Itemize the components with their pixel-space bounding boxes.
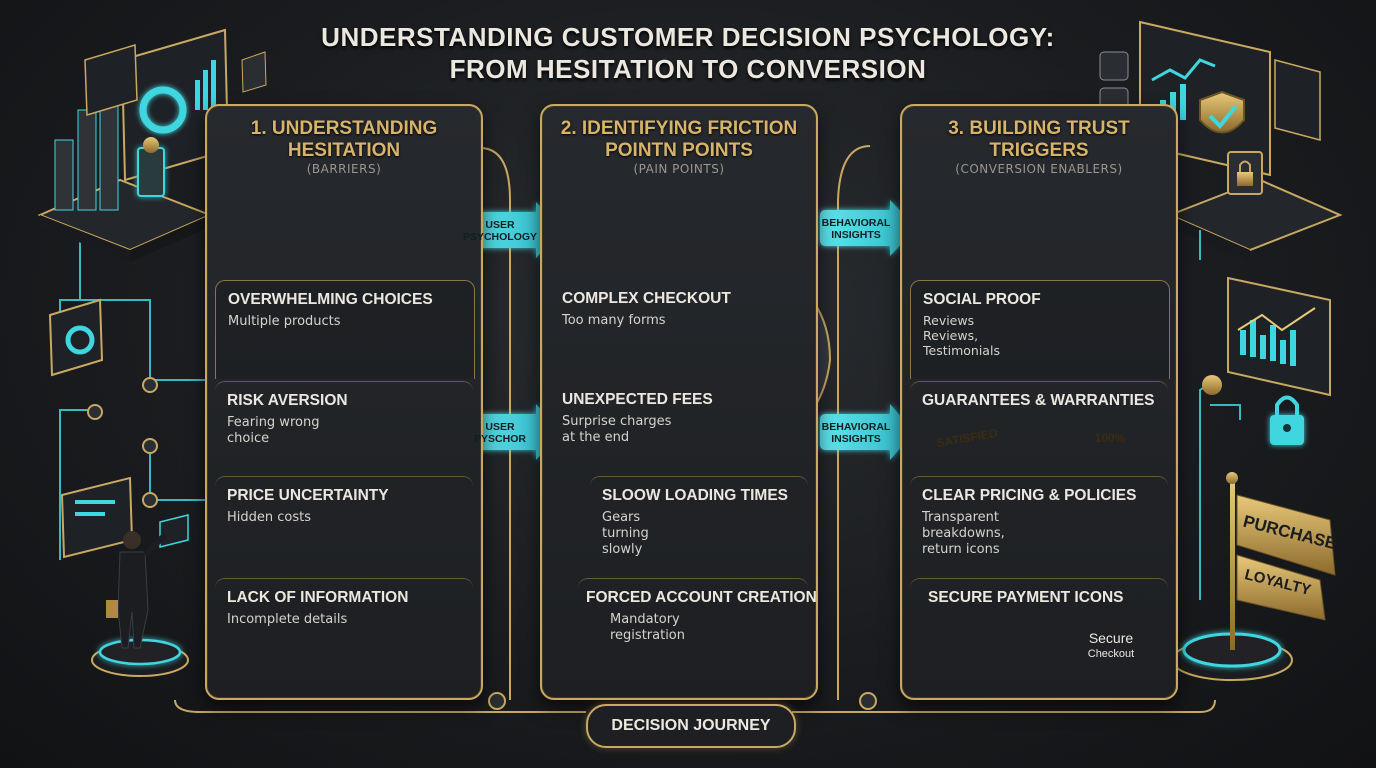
- decision-journey-label: DECISION JOURNEY: [586, 704, 796, 748]
- section-risk-aversion: RISK AVERSION Fearing wrong choice: [215, 381, 473, 480]
- section-title: SECURE PAYMENT ICONS: [928, 589, 1124, 606]
- section-lack-of-information: LACK OF INFORMATION Incomplete details: [215, 578, 473, 677]
- section-text: slowly: [602, 542, 643, 557]
- section-text: Gears: [602, 510, 641, 525]
- section-text: Surprise charges: [562, 414, 672, 429]
- flow-lines: [174, 145, 1216, 713]
- section-title: CLEAR PRICING & POLICIES: [922, 487, 1137, 504]
- connector-arrows: [458, 200, 916, 460]
- arrow-label-line: INSIGHTS: [831, 229, 881, 241]
- section-price-uncertainty: PRICE UNCERTAINTY Hidden costs: [215, 476, 473, 575]
- panel-heading-line-1: 1. UNDERSTANDING: [250, 118, 438, 139]
- hundred-percent-badge-text: 100%: [1094, 431, 1126, 445]
- section-text: breakdowns,: [922, 526, 1005, 541]
- flag-pedestal: [1171, 472, 1336, 681]
- panel-heading-line-1: 3. BUILDING TRUST: [948, 118, 1130, 139]
- section-unexpected-fees: UNEXPECTED FEES Surprise charges at the …: [550, 381, 808, 479]
- section-title: PRICE UNCERTAINTY: [227, 487, 389, 504]
- section-text: Reviews: [923, 313, 975, 328]
- section-text: Mandatory: [610, 612, 680, 627]
- arrow-label-line: PYSCHOR: [474, 433, 526, 445]
- section-text: Reviews,: [923, 328, 979, 343]
- section-secure-payment: SECURE PAYMENT ICONS: [910, 578, 1168, 677]
- section-text: return icons: [922, 542, 1000, 557]
- left-circuit: [59, 240, 205, 560]
- main-title-line-1: UNDERSTANDING CUSTOMER DECISION PSYCHOLO…: [321, 22, 1055, 52]
- panel-heading-line-2: POINTN POINTS: [605, 140, 753, 161]
- arrow-label-line: BEHAVIORAL: [821, 421, 891, 433]
- section-slow-loading: SLOOW LOADING TIMES Gears turning slowly: [590, 476, 808, 575]
- section-title: RISK AVERSION: [227, 392, 348, 409]
- arrow-label-line: INSIGHTS: [831, 433, 881, 445]
- section-guarantees: GUARANTEES & WARRANTIES: [910, 381, 1168, 480]
- section-text: Too many forms: [562, 313, 666, 328]
- section-text: Transparent: [922, 510, 999, 525]
- secure-checkout-line-2: Checkout: [1087, 648, 1135, 660]
- section-complex-checkout: COMPLEX CHECKOUT Too many forms: [550, 280, 808, 378]
- main-title-line-2: FROM HESITATION TO CONVERSION: [449, 54, 927, 84]
- section-title: UNEXPECTED FEES: [562, 391, 713, 408]
- panel-building-trust: 3. BUILDING TRUST TRIGGERS (CONVERSION E…: [900, 104, 1178, 700]
- panel-subtitle: (PAIN POINTS): [633, 162, 725, 176]
- section-social-proof: SOCIAL PROOF Reviews Reviews, Testimonia…: [910, 280, 1170, 379]
- arrow-label-line: USER: [485, 421, 515, 433]
- panel-heading-line-2: TRIGGERS: [989, 140, 1089, 161]
- panel-subtitle: (CONVERSION ENABLERS): [955, 162, 1123, 176]
- arrow-label-line: PSYCHOLOGY: [462, 231, 538, 243]
- section-title: GUARANTEES & WARRANTIES: [922, 392, 1155, 409]
- section-title: LACK OF INFORMATION: [227, 589, 409, 606]
- section-text: Hidden costs: [227, 510, 312, 525]
- section-text: Multiple products: [228, 314, 341, 329]
- secure-checkout-line-1: Secure: [1088, 630, 1134, 646]
- section-title: FORCED ACCOUNT CREATION: [586, 589, 817, 606]
- panel-subtitle: (BARRIERS): [306, 162, 382, 176]
- panel-identifying-friction: 2. IDENTIFYING FRICTION POINTN POINTS (P…: [540, 104, 818, 700]
- arrow-label-line: USER: [485, 219, 515, 231]
- section-overwhelming-choices: OVERWHELMING CHOICES Multiple products: [215, 280, 475, 379]
- section-text: registration: [610, 628, 686, 643]
- section-text: Testimonials: [923, 343, 1000, 358]
- section-forced-account: FORCED ACCOUNT CREATION Mandatory regist…: [578, 578, 817, 677]
- section-text: turning: [602, 526, 649, 541]
- panel-heading-line-1: 2. IDENTIFYING FRICTION: [560, 118, 798, 139]
- section-text: choice: [227, 431, 270, 446]
- panel-heading-line-2: HESITATION: [287, 140, 401, 161]
- section-title: SOCIAL PROOF: [923, 291, 1041, 308]
- left-dashboard: [37, 28, 267, 262]
- section-text: Fearing wrong: [227, 415, 320, 430]
- panel-understanding-hesitation: 1. UNDERSTANDING HESITATION (BARRIERS) O…: [205, 104, 483, 700]
- right-chart-screen: [1202, 276, 1331, 445]
- section-text: Incomplete details: [227, 612, 348, 627]
- section-clear-pricing: CLEAR PRICING & POLICIES Transparent bre…: [910, 476, 1168, 575]
- left-lower-screens: [48, 298, 189, 559]
- section-title: COMPLEX CHECKOUT: [562, 290, 731, 307]
- circuit-nodes: [87, 377, 158, 508]
- section-title: SLOOW LOADING TIMES: [602, 487, 788, 504]
- businessman-figure: [91, 531, 189, 677]
- arrow-label-line: BEHAVIORAL: [821, 217, 891, 229]
- section-title: OVERWHELMING CHOICES: [228, 291, 433, 308]
- section-text: at the end: [562, 430, 630, 445]
